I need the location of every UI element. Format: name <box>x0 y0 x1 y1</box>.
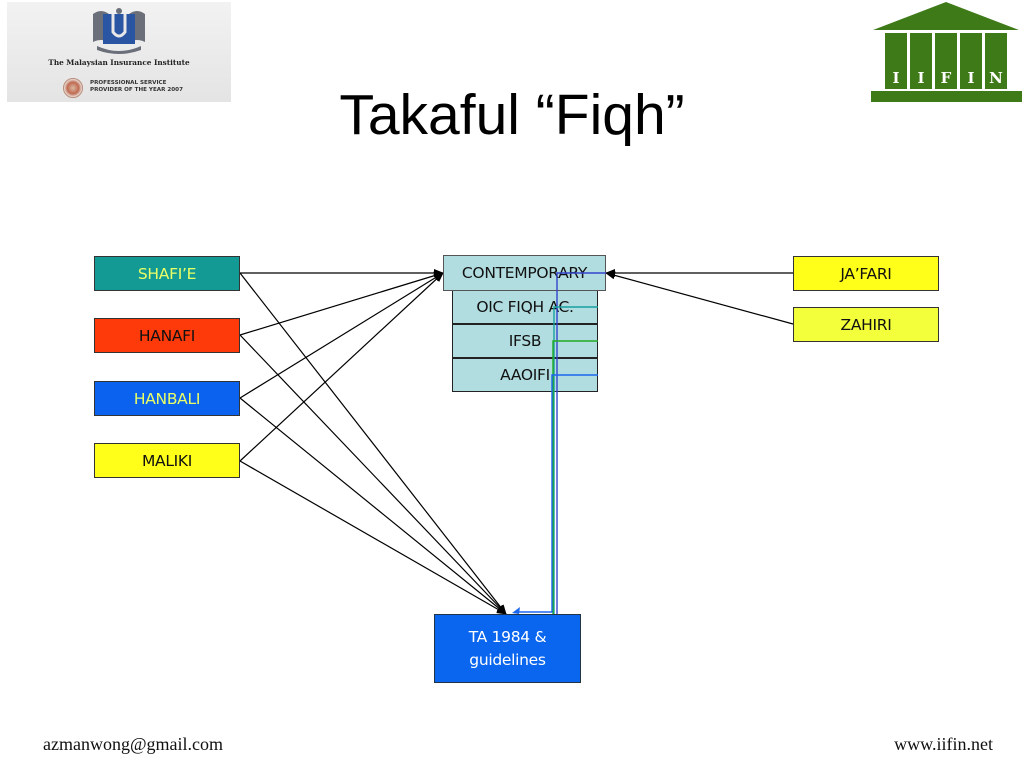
institute-emblem-icon <box>93 8 145 54</box>
school-box-jafari: JA’FARI <box>793 256 939 291</box>
award-seal-icon <box>63 78 83 98</box>
logo-letter: I <box>917 69 924 87</box>
connector-aaoifi-ta <box>515 374 598 613</box>
logo-column <box>885 33 907 89</box>
ta-1984-guidelines-box: TA 1984 & guidelines <box>434 614 581 683</box>
institute-name: The Malaysian Insurance Institute <box>48 58 190 67</box>
body-label: AAOIFI <box>500 366 550 384</box>
connector-zahiri-contemporary <box>605 271 794 325</box>
contemporary-label: CONTEMPORARY <box>461 264 588 282</box>
logo-letter: N <box>989 69 1003 87</box>
school-box-zahiri: ZAHIRI <box>793 307 939 342</box>
school-label: ZAHIRI <box>840 315 892 334</box>
school-label: HANBALI <box>133 389 201 408</box>
body-label: OIC FIQH AC. <box>476 298 574 316</box>
ta-label-line1: TA 1984 & <box>468 627 547 646</box>
logo-column <box>910 33 932 89</box>
malaysian-insurance-institute-logo: The Malaysian Insurance Institute PROFES… <box>7 2 231 102</box>
logo-letter: I <box>967 69 974 87</box>
connector-maliki-ta <box>239 460 507 615</box>
footer-website: www.iifin.net <box>894 734 993 754</box>
connector-hanbali-contemporary <box>239 272 444 399</box>
logo-roof <box>873 2 1019 30</box>
logo-column <box>935 33 957 89</box>
award-text: PROFESSIONAL SERVICE PROVIDER OF THE YEA… <box>90 80 183 93</box>
iifin-logo: I I F I N <box>871 2 1022 102</box>
school-box-hanafi: HANAFI <box>94 318 240 353</box>
connector-hanbali-ta <box>239 397 507 615</box>
school-label: JA’FARI <box>840 264 892 283</box>
school-label: MALIKI <box>141 451 193 470</box>
contemporary-box: CONTEMPORARY <box>443 255 606 291</box>
school-box-shafie: SHAFI’E <box>94 256 240 291</box>
body-box-oic-fiqh-academy: OIC FIQH AC. <box>452 290 598 324</box>
ta-label-line2: guidelines <box>469 650 546 669</box>
school-box-maliki: MALIKI <box>94 443 240 478</box>
slide-title: Takaful “Fiqh” <box>339 83 685 147</box>
logo-letter: I <box>892 69 899 87</box>
logo-letter: F <box>941 69 952 87</box>
body-label: IFSB <box>508 332 542 350</box>
school-box-hanbali: HANBALI <box>94 381 240 416</box>
logo-base <box>871 91 1022 102</box>
school-label: HANAFI <box>138 326 196 345</box>
logo-column <box>985 33 1007 89</box>
connector-maliki-contemporary <box>239 272 444 462</box>
connector-hanafi-contemporary <box>239 271 444 336</box>
body-box-ifsb: IFSB <box>452 324 598 358</box>
school-label: SHAFI’E <box>137 264 197 283</box>
body-box-aaoifi: AAOIFI <box>452 358 598 392</box>
footer-email: azmanwong@gmail.com <box>43 734 224 754</box>
logo-column <box>960 33 982 89</box>
arrowhead-aaoifi-ta <box>512 607 520 614</box>
